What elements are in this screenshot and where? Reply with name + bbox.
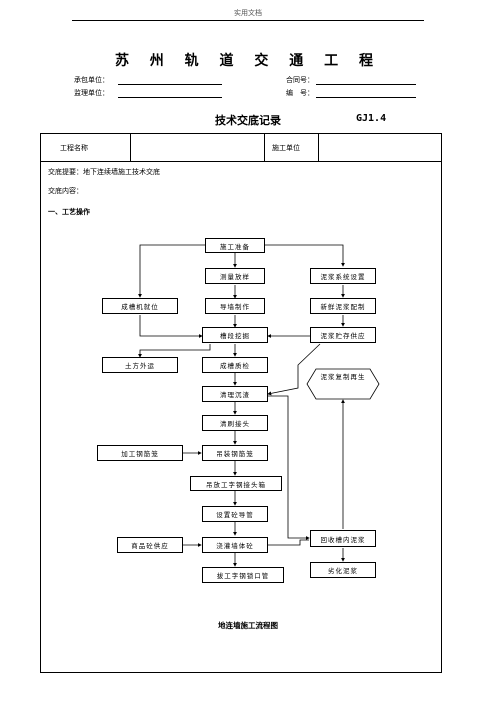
content-label: 交底内容： bbox=[48, 187, 83, 195]
node-slurry-system: 泥浆系统设置 bbox=[310, 268, 376, 284]
node-recover-slurry: 回收槽内泥浆 bbox=[310, 530, 376, 547]
node-survey: 测量放样 bbox=[205, 268, 265, 284]
supervisor-label: 监理单位： bbox=[74, 89, 109, 97]
node-rebar-make: 加工钢筋笼 bbox=[97, 445, 183, 461]
node-bad-slurry: 劣化泥浆 bbox=[310, 562, 376, 578]
table-col-divider-3 bbox=[318, 133, 319, 161]
section-label: 一、工艺操作 bbox=[48, 208, 90, 216]
node-earth-out: 土方外运 bbox=[102, 357, 178, 373]
node-guide-wall: 导墙制作 bbox=[205, 298, 265, 314]
construction-unit-label: 施工单位 bbox=[272, 144, 300, 152]
number-line bbox=[316, 97, 416, 98]
node-tremie: 设置砼导管 bbox=[202, 506, 268, 522]
table-col-divider-1 bbox=[130, 133, 131, 161]
document-title: 技术交底记录 bbox=[215, 114, 281, 127]
project-name-label: 工程名称 bbox=[60, 144, 88, 152]
node-clean-bottom: 清理沉渣 bbox=[202, 386, 268, 402]
header-rule bbox=[72, 20, 424, 21]
brief-label: 交底提要：地下连续墙施工技术交底 bbox=[48, 168, 160, 176]
node-trench-dig: 槽段挖掘 bbox=[202, 327, 268, 343]
table-row-divider bbox=[40, 161, 442, 162]
contract-no-label: 合同号： bbox=[286, 76, 314, 84]
node-concrete-supply: 商品砼供应 bbox=[117, 537, 183, 553]
contractor-label: 承包单位： bbox=[74, 76, 109, 84]
project-title: 苏 州 轨 道 交 通 工 程 bbox=[114, 53, 382, 69]
number-label: 编 号： bbox=[286, 89, 314, 97]
node-new-slurry: 新鲜泥浆配制 bbox=[310, 298, 376, 314]
node-prep: 施工准备 bbox=[205, 238, 265, 253]
node-pour: 浇灌墙体砼 bbox=[202, 537, 268, 553]
node-rebar-lift: 吊装钢筋笼 bbox=[202, 445, 268, 461]
node-brush-joint: 清刷接头 bbox=[202, 415, 268, 431]
node-trench-machine: 成槽机就位 bbox=[102, 298, 178, 314]
supervisor-line bbox=[118, 97, 222, 98]
node-steel-joint: 吊放工字钢接头箱 bbox=[190, 476, 282, 491]
contractor-line bbox=[118, 84, 222, 85]
contract-no-line bbox=[316, 84, 416, 85]
table-col-divider-2 bbox=[264, 133, 265, 161]
node-slurry-supply: 泥浆贮存供应 bbox=[310, 327, 376, 343]
node-pull-steel: 拔工字钢锁口管 bbox=[202, 567, 284, 583]
node-slurry-recycle-shape bbox=[306, 368, 380, 400]
flowchart-caption: 地连墙施工流程图 bbox=[218, 621, 278, 630]
document-code: GJ1.4 bbox=[356, 113, 387, 124]
record-table bbox=[40, 133, 442, 673]
node-trench-check: 成槽质检 bbox=[202, 357, 268, 373]
node-slurry-recycle: 泥浆复制再生 bbox=[320, 373, 366, 381]
header-note: 实用文档 bbox=[234, 9, 262, 17]
